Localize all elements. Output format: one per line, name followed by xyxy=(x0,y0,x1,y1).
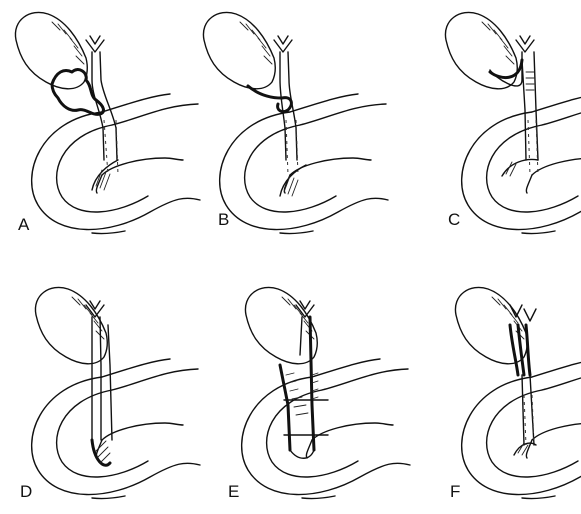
panel-label-e: E xyxy=(228,482,239,501)
panel-e: E xyxy=(228,287,410,501)
panel-a: A xyxy=(15,12,200,234)
panel-c: C xyxy=(445,12,581,233)
panel-label-a: A xyxy=(18,215,30,234)
panel-label-d: D xyxy=(20,482,32,501)
panel-f: F xyxy=(450,287,581,501)
panel-d: D xyxy=(20,287,200,501)
panel-b: B xyxy=(203,12,388,233)
panel-label-b: B xyxy=(218,210,229,229)
panel-label-c: C xyxy=(448,210,460,229)
panel-label-f: F xyxy=(450,482,460,501)
